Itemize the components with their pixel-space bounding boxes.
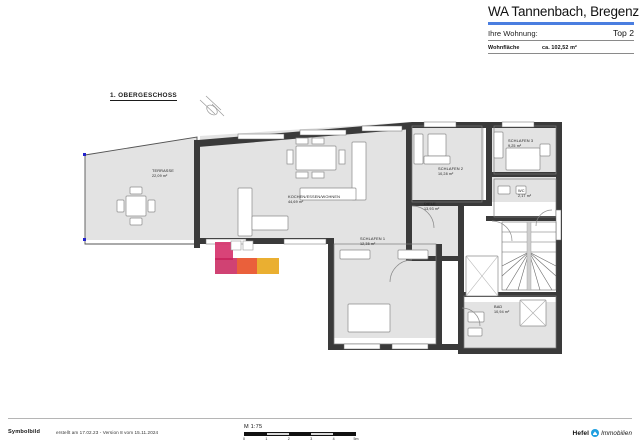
room-label-kochen: KOCHEN/ESSEN/WOHNEN <box>288 194 340 199</box>
room-label-wc: WC <box>518 188 525 193</box>
room-area-bad: 10,94 m² <box>494 310 510 314</box>
bed-schlafen1 <box>347 303 391 333</box>
wardrobes <box>339 131 504 260</box>
room-area-schlafen3: 9,25 m² <box>508 144 522 148</box>
scale-seg-5 <box>333 433 355 435</box>
logo-name: Hefel <box>572 429 590 437</box>
room-label-terrasse: TERRASSE <box>152 168 174 173</box>
scale-seg-4 <box>311 433 333 435</box>
room-area-kochen: 44,69 m² <box>288 200 304 204</box>
room-label-schlafen2: SCHLAFEN 2 <box>438 166 463 171</box>
staircase <box>501 221 557 291</box>
wohnflaeche-row: Wohnfläche ca. 102,52 m² <box>488 45 634 54</box>
wohnflaeche-value: ca. 102,52 m² <box>542 45 577 51</box>
header: WA Tannenbach, Bregenz Ihre Wohnung: Top… <box>488 4 639 54</box>
scale-tick-0: 0 <box>243 437 245 441</box>
scale-seg-1 <box>245 433 267 435</box>
color-block-yellow <box>257 258 279 274</box>
room-label-schlafen3: SCHLAFEN 3 <box>508 138 533 143</box>
wohnung-value: Top 2 <box>612 28 634 38</box>
erstellt-text: erstellt am 17.02.23 - Version 8 vom 15.… <box>56 430 159 435</box>
floorplan-drawing: TERRASSE 22,09 m² KOCHEN/ESSEN/WOHNEN 44… <box>0 60 640 410</box>
windows <box>205 121 562 350</box>
scale-tick-4: 4 <box>332 437 335 441</box>
dining-furniture <box>286 137 346 179</box>
terrace-furniture <box>116 186 156 226</box>
roof-detail <box>199 95 225 117</box>
color-block-magenta <box>215 242 233 260</box>
wc-fixture <box>497 185 511 195</box>
footer <box>0 410 640 448</box>
terrace-markers <box>83 153 86 241</box>
color-block-orange <box>237 258 257 274</box>
room-area-schlafen1: 12,35 m² <box>360 242 376 246</box>
footer-divider <box>8 418 632 419</box>
room-area-wc: 2,17 m² <box>518 194 532 198</box>
shower-hall <box>465 255 499 297</box>
room-label-schlafen1: SCHLAFEN 1 <box>360 236 385 241</box>
color-block-magenta-dark <box>215 258 237 274</box>
scale-seg-2 <box>267 433 289 435</box>
room-area-diele: 13,93 m² <box>424 207 440 211</box>
header-accent-bar <box>488 22 634 25</box>
scale-ticks: 0 1 2 3 4 5m <box>243 437 359 445</box>
scale-tick-1: 1 <box>265 437 268 441</box>
bed-schlafen2 <box>427 133 447 157</box>
door-swings <box>389 205 553 327</box>
scale-bar-group: M 1:75 0 1 2 3 4 5m <box>243 424 364 445</box>
room-label-bad: BAD <box>494 304 502 309</box>
scale-bar <box>244 432 356 436</box>
bath-fixtures <box>467 185 547 337</box>
room-area-schlafen2: 10,28 m² <box>438 172 454 176</box>
symbolbild-label: Symbolbild <box>8 429 41 435</box>
kitchen-counter <box>237 187 289 237</box>
floor-label: 1. OBERGESCHOSS <box>110 92 178 101</box>
room-area-terrasse: 22,09 m² <box>152 174 168 178</box>
scale-label: M 1:75 <box>244 424 263 430</box>
scale-tick-5: 5m <box>353 437 359 441</box>
logo-suffix: Immobilien <box>601 429 632 437</box>
bed-schlafen3 <box>505 147 541 171</box>
room-labels: TERRASSE 22,09 m² KOCHEN/ESSEN/WOHNEN 44… <box>152 138 533 314</box>
hefel-immobilien-logo: Hefel Immobilien <box>572 429 632 437</box>
scale-tick-3: 3 <box>310 437 313 441</box>
wohnflaeche-label: Wohnfläche <box>488 45 520 51</box>
living-furniture <box>299 141 367 201</box>
room-label-diele: DIELE <box>424 201 436 206</box>
wohnung-row: Ihre Wohnung: Top 2 <box>488 28 634 41</box>
wohnung-label: Ihre Wohnung: <box>488 29 538 38</box>
scale-seg-3 <box>289 433 311 435</box>
page-title: WA Tannenbach, Bregenz <box>488 4 639 19</box>
scale-tick-2: 2 <box>287 437 290 441</box>
beds <box>347 133 551 333</box>
color-blocks <box>215 240 279 274</box>
logo-circle-icon <box>591 429 600 437</box>
